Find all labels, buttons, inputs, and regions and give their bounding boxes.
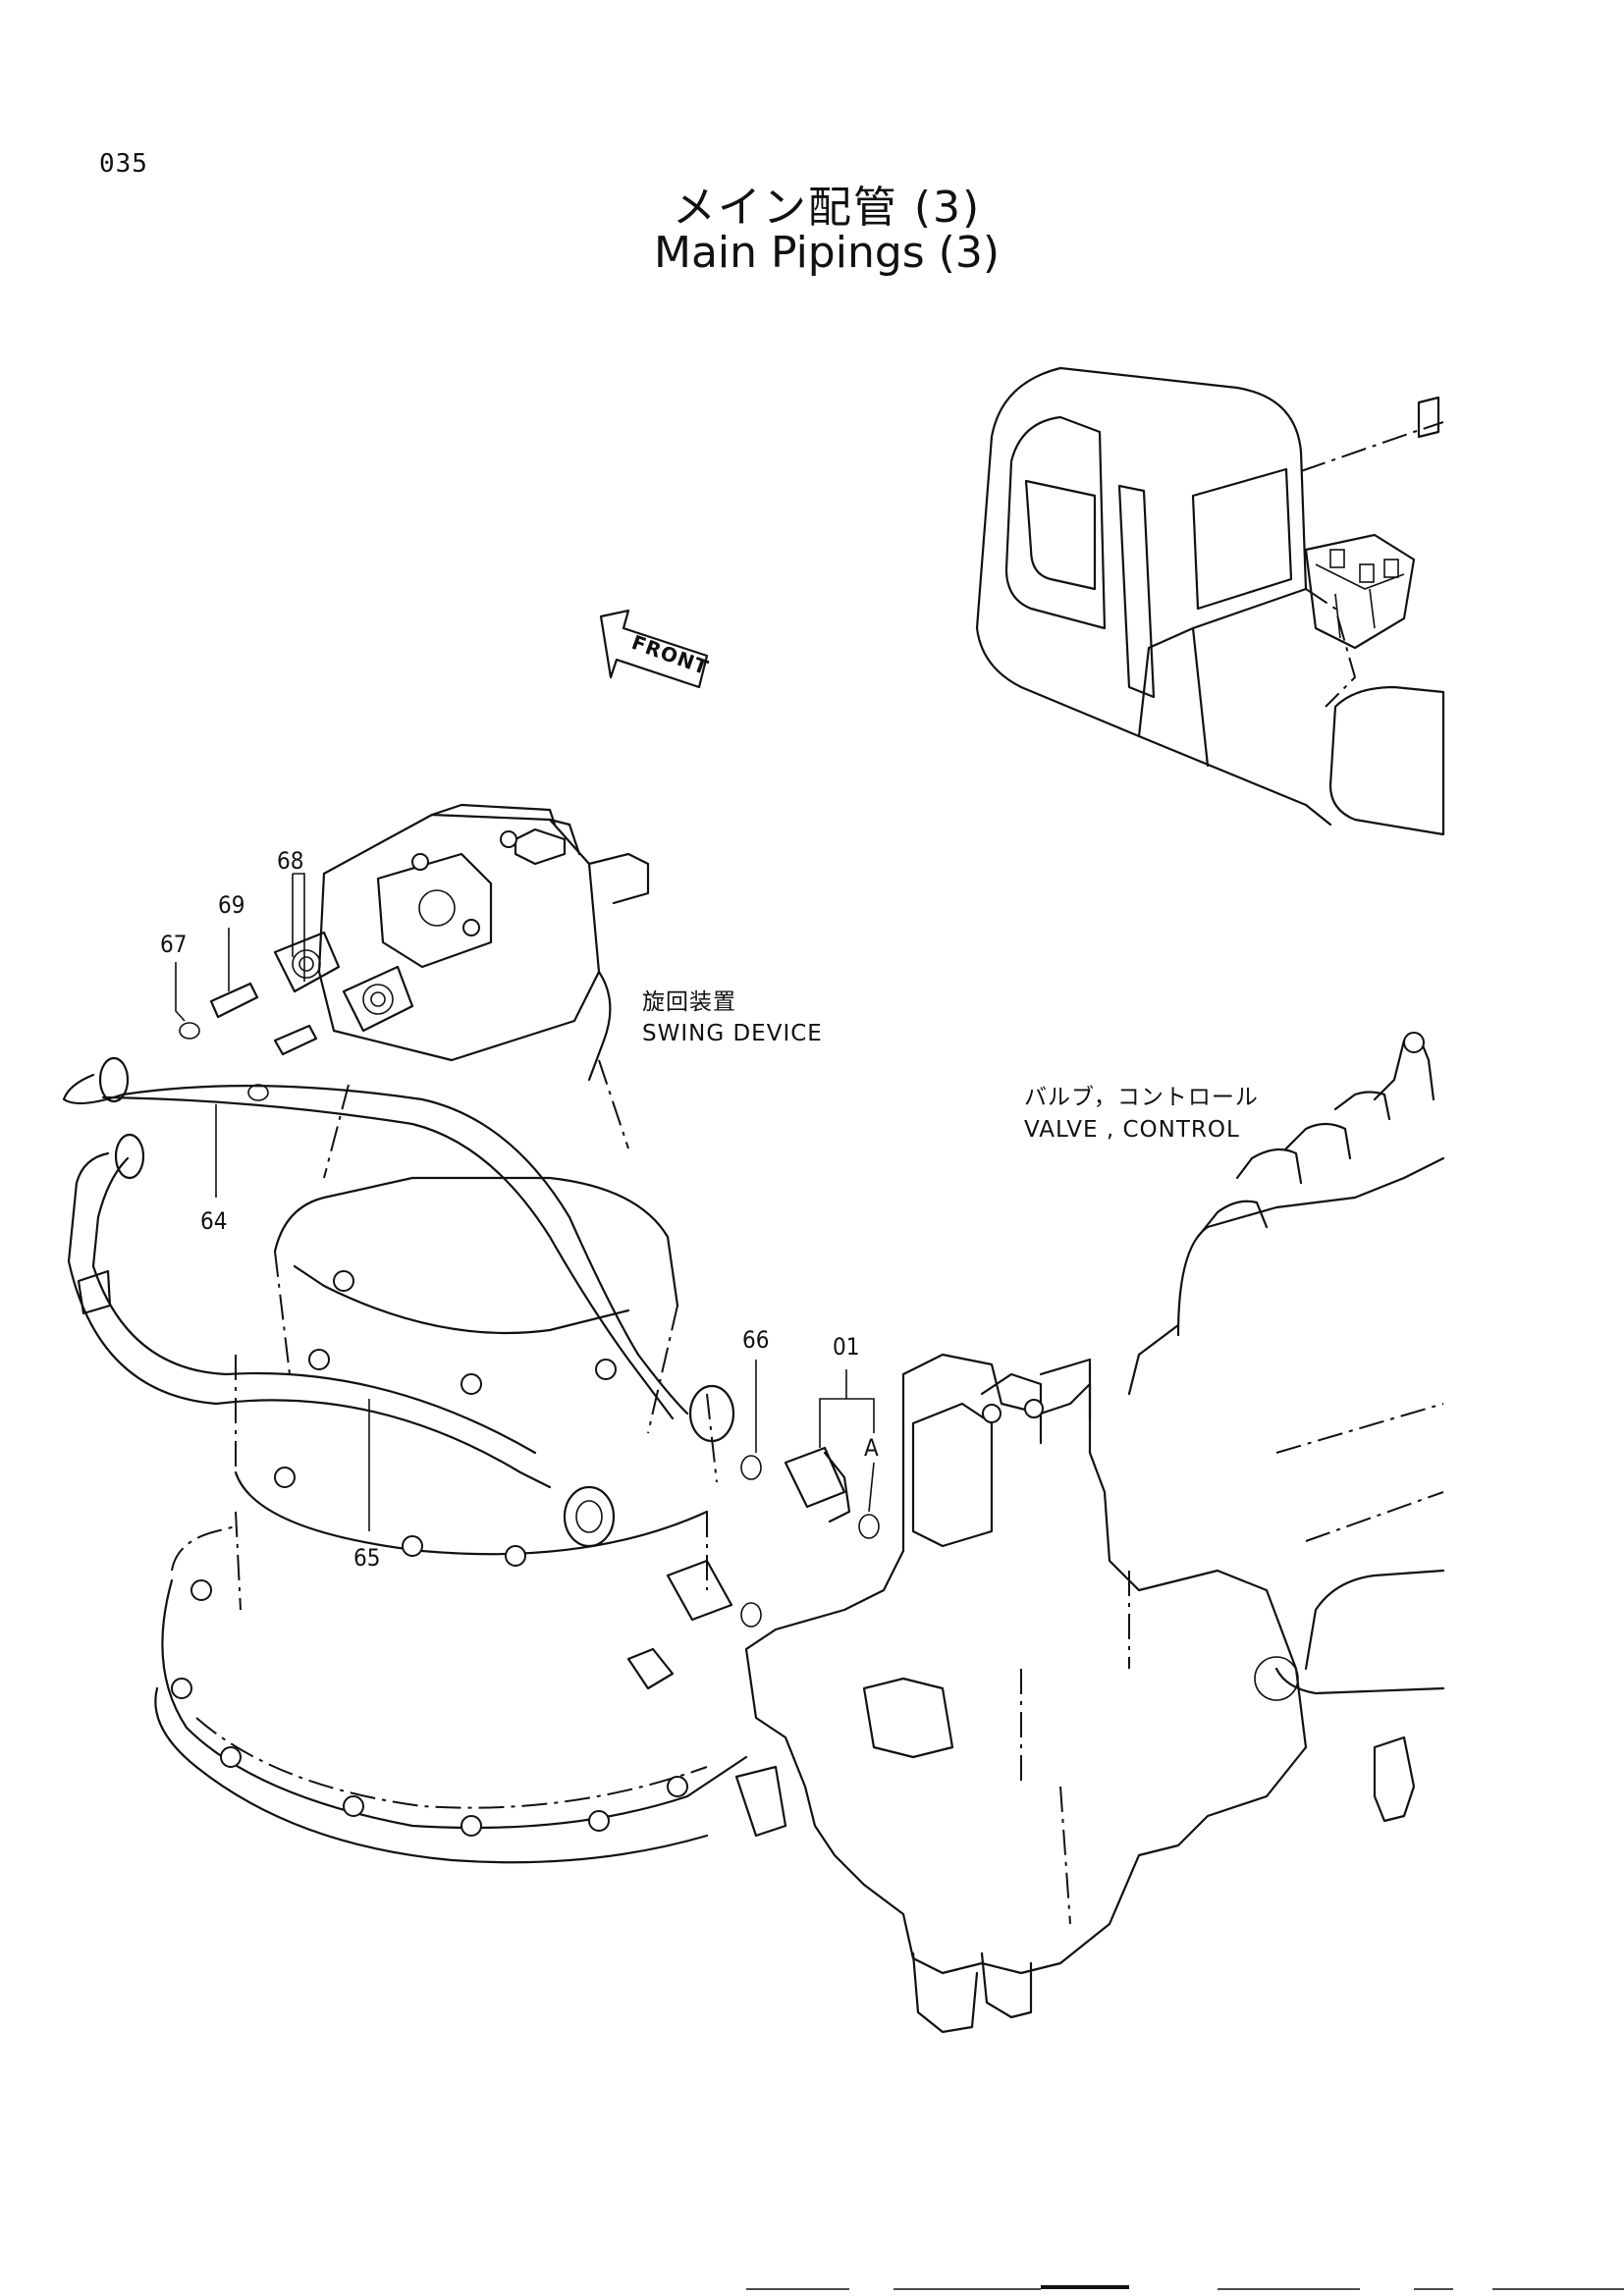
swing-device-label-jp: 旋回装置 (642, 989, 736, 1015)
callout-69: 69 (218, 891, 244, 919)
flange-assembly (179, 931, 414, 1101)
page-title-english: Main Pipings (3) (653, 228, 1001, 278)
callout-67: 67 (160, 931, 187, 958)
callout-labels: 68 69 67 64 65 66 01 A (160, 847, 879, 1572)
callout-68: 68 (277, 847, 303, 875)
callout-A: A (864, 1434, 879, 1462)
control-valve-illustration (734, 1032, 1445, 2034)
front-direction-arrow: FRONT (599, 609, 712, 689)
front-label: FRONT (628, 630, 712, 679)
callout-66: 66 (742, 1326, 769, 1354)
callout-64: 64 (200, 1207, 227, 1235)
hose-65 (67, 1133, 616, 1548)
page-title-japanese: メイン配管 (3) (672, 183, 982, 233)
excavator-cab-illustration (975, 366, 1445, 836)
page-number: 035 (99, 149, 148, 179)
control-valve-label-jp: バルブ，コントロール (1024, 1085, 1259, 1110)
callout-01: 01 (833, 1333, 859, 1361)
hose-64 (62, 1056, 735, 1443)
swing-device-illustration (154, 803, 748, 1864)
adapter-fitting-01 (626, 1446, 880, 1690)
component-labels: 旋回装置 SWING DEVICE バルブ，コントロール VALVE , CON… (642, 989, 1259, 1143)
control-valve-label-en: VALVE , CONTROL (1024, 1117, 1240, 1143)
footer-rules (746, 2285, 1624, 2290)
leader-lines (175, 873, 875, 1531)
callout-65: 65 (353, 1544, 380, 1572)
swing-device-label-en: SWING DEVICE (642, 1021, 823, 1046)
